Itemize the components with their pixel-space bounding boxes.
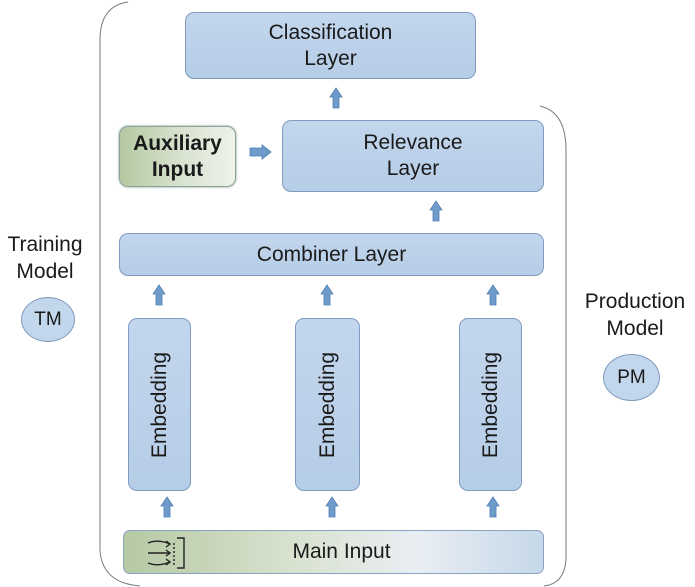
training-model-abbr: TM (34, 308, 62, 330)
training-model-badge: TM (21, 297, 75, 342)
embedding-right: Embedding (459, 318, 522, 491)
combiner-layer: Combiner Layer (119, 233, 544, 276)
embedding-middle: Embedding (295, 318, 360, 491)
relevance-layer-line1: Relevance (363, 131, 463, 154)
arrow-embedding-right-to-combiner (486, 284, 500, 306)
auxiliary-input-line2: Input (151, 157, 204, 181)
arrow-combiner-to-relevance (429, 200, 443, 222)
relevance-layer-line2: Layer (386, 157, 440, 180)
auxiliary-input: Auxiliary Input (119, 126, 236, 187)
training-model-line2: Model (16, 260, 74, 283)
training-model-label: Training Model (0, 231, 90, 285)
arrow-relevance-to-classification (329, 87, 343, 109)
auxiliary-input-line1: Auxiliary (133, 131, 222, 155)
arrow-auxiliary-to-relevance (249, 144, 272, 160)
relevance-layer: Relevance Layer (282, 120, 544, 192)
arrow-main-to-embedding-right (486, 496, 500, 518)
combiner-layer-label: Combiner Layer (256, 242, 407, 266)
main-input-label: Main Input (292, 540, 391, 563)
input-arrows-icon (147, 537, 185, 569)
main-input: Main Input (123, 530, 544, 574)
production-model-line1: Production (584, 290, 686, 313)
arrow-main-to-embedding-left (160, 496, 174, 518)
production-model-line2: Model (606, 317, 664, 340)
training-model-line1: Training (7, 233, 83, 256)
production-model-badge: PM (603, 354, 660, 401)
classification-layer: Classification Layer (185, 12, 476, 79)
production-model-boundary (539, 105, 567, 587)
arrow-embedding-left-to-combiner (152, 284, 166, 306)
production-model-label: Production Model (575, 288, 695, 342)
production-model-abbr: PM (617, 366, 646, 388)
arrow-embedding-middle-to-combiner (320, 284, 334, 306)
classification-layer-line1: Classification (268, 20, 393, 44)
training-model-boundary (99, 1, 141, 587)
embedding-left: Embedding (128, 318, 191, 491)
arrow-main-to-embedding-middle (325, 496, 339, 518)
classification-layer-line2: Layer (304, 46, 357, 70)
